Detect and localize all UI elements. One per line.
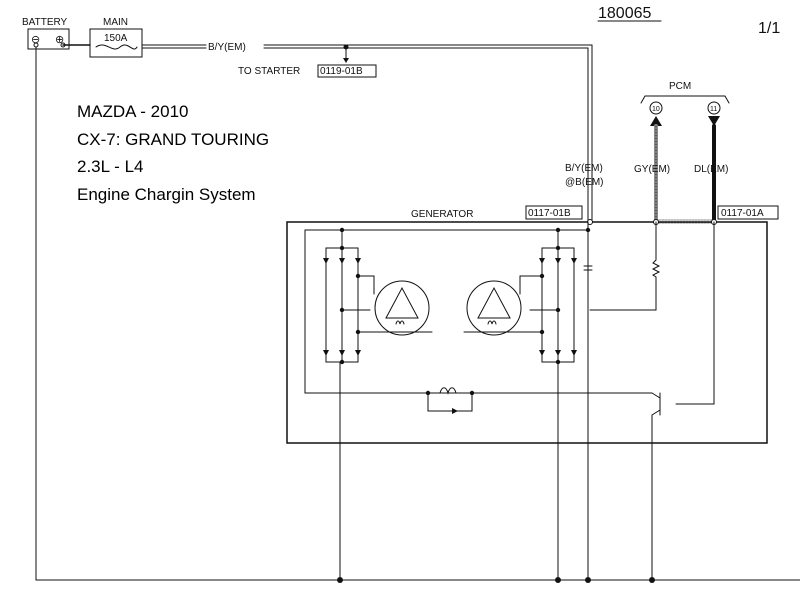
diodes-right (539, 258, 577, 356)
pcm-arrow-right-icon (708, 116, 720, 126)
battery-neg-terminal (33, 42, 39, 48)
main-feed-wire-label: B/Y(EM) (208, 42, 246, 53)
doc-number: 180065 (598, 5, 651, 22)
generator-housing (286, 221, 768, 444)
stator-winding-left-icon (374, 280, 430, 336)
pcm-pin-11 (707, 101, 721, 115)
generator: GENERATOR 0117-01B 0117-01A (286, 205, 779, 581)
starter-label: TO STARTER (238, 66, 300, 77)
pcm-label: PCM (669, 81, 691, 92)
generator-connector-right: 0117-01A (721, 208, 764, 219)
vehicle-engine: 2.3L - L4 (77, 157, 143, 176)
pcm-pin-10 (649, 101, 663, 115)
battery-minus-icon: ⊖ (31, 34, 40, 46)
gy-wire-label: GY(EM) (634, 164, 670, 175)
pcm-pin-11-label: 11 (710, 106, 717, 113)
pcm-bracket (640, 95, 730, 104)
ground-junctions (337, 577, 655, 583)
stator-winding-right-icon (466, 280, 522, 336)
main-fuse: MAIN 150A (89, 17, 143, 58)
pcm-pin-10-label: 10 (652, 106, 660, 113)
battery: BATTERY ⊖ ⊕ (22, 17, 70, 50)
vehicle-system: Engine Chargin System (77, 185, 256, 204)
page-indicator: 1/1 (758, 20, 780, 37)
fuse-rating: 150A (104, 33, 128, 44)
generator-connector-left: 0117-01B (528, 208, 571, 219)
battery-plus-icon: ⊕ (55, 34, 64, 46)
pcm: PCM 10 11 (640, 81, 730, 126)
vehicle-make-year: MAZDA - 2010 (77, 102, 189, 121)
diodes-left (323, 258, 361, 356)
starter-splice (343, 44, 349, 50)
battery-body (27, 28, 70, 50)
battery-label: BATTERY (22, 17, 68, 28)
vehicle-model: CX-7: GRAND TOURING (77, 130, 269, 149)
pcm-arrow-left-icon (650, 116, 662, 126)
starter-connector-box (317, 64, 377, 78)
vehicle-info: MAZDA - 2010 CX-7: GRAND TOURING 2.3L - … (77, 102, 269, 204)
starter-connector: 0119-01B (320, 66, 363, 77)
generator-label: GENERATOR (411, 209, 473, 220)
main-feed-wire (141, 44, 593, 223)
fuse-title: MAIN (103, 17, 128, 28)
generator-internal-wiring (304, 221, 715, 581)
rotor-brush-arrow-icon (452, 408, 458, 414)
fuse-box (89, 28, 143, 58)
dl-wire-label: DL(EM) (694, 164, 728, 175)
generator-connector-right-box (717, 205, 779, 220)
generator-connector-left-box (525, 205, 583, 220)
gen-b-wire-label-1: B/Y(EM) (565, 163, 603, 174)
gen-b-wire-label-2: @B(EM) (565, 177, 603, 188)
fuse-element-icon (95, 44, 138, 50)
rotor-coil-icon (439, 387, 457, 395)
starter-arrow-icon (343, 58, 349, 63)
junction-dots (339, 227, 591, 396)
